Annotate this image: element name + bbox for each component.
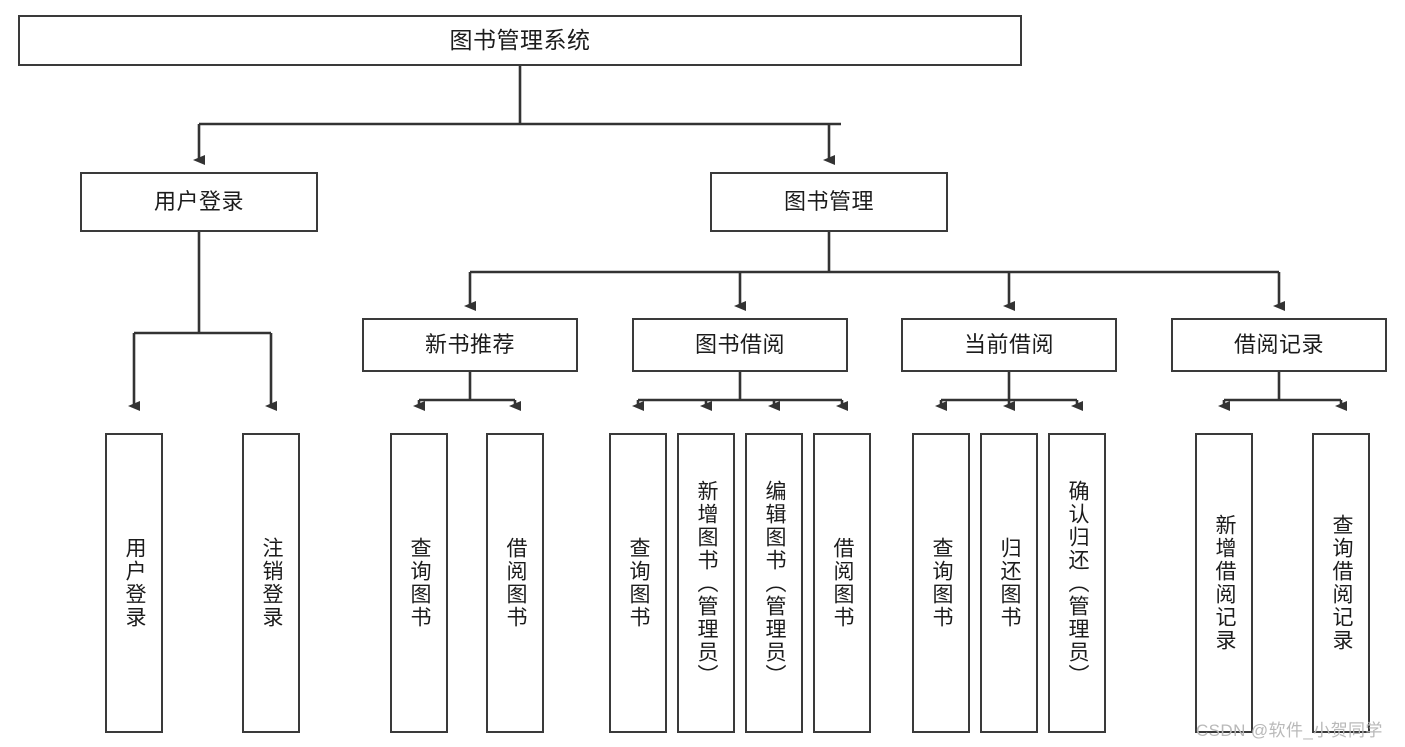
leaf-borrow-add-book-admin[interactable]: 新增图书（管理员） bbox=[677, 433, 735, 733]
node-user-login[interactable]: 用户登录 bbox=[80, 172, 318, 232]
node-label: 用户登录 bbox=[123, 537, 147, 629]
node-new-book-recommend[interactable]: 新书推荐 bbox=[362, 318, 578, 372]
leaf-current-return-book[interactable]: 归还图书 bbox=[980, 433, 1038, 733]
leaf-record-query-record[interactable]: 查询借阅记录 bbox=[1312, 433, 1370, 733]
leaf-new-book-query[interactable]: 查询图书 bbox=[390, 433, 448, 733]
leaf-borrow-query-book[interactable]: 查询图书 bbox=[609, 433, 667, 733]
node-label: 图书管理 bbox=[783, 188, 874, 214]
node-label: 查询借阅记录 bbox=[1330, 514, 1354, 652]
node-label: 图书管理系统 bbox=[449, 26, 591, 53]
node-label: 编辑图书（管理员） bbox=[763, 479, 787, 687]
leaf-current-confirm-return-admin[interactable]: 确认归还（管理员） bbox=[1048, 433, 1106, 733]
node-book-manage[interactable]: 图书管理 bbox=[710, 172, 948, 232]
node-label: 借阅图书 bbox=[504, 537, 528, 629]
node-label: 归还图书 bbox=[998, 537, 1022, 629]
leaf-user-login-signout[interactable]: 注销登录 bbox=[242, 433, 300, 733]
csdn-watermark: CSDN @软件_小贺同学 bbox=[1196, 721, 1383, 740]
node-current-borrow[interactable]: 当前借阅 bbox=[901, 318, 1117, 372]
node-label: 新书推荐 bbox=[424, 331, 515, 357]
node-label: 注销登录 bbox=[260, 537, 284, 629]
node-label: 当前借阅 bbox=[963, 331, 1054, 357]
node-label: 新增借阅记录 bbox=[1213, 514, 1237, 652]
node-label: 查询图书 bbox=[930, 537, 954, 629]
leaf-new-book-borrow[interactable]: 借阅图书 bbox=[486, 433, 544, 733]
node-label: 用户登录 bbox=[153, 188, 244, 214]
node-book-borrow[interactable]: 图书借阅 bbox=[632, 318, 848, 372]
leaf-current-query-book[interactable]: 查询图书 bbox=[912, 433, 970, 733]
node-label: 查询图书 bbox=[408, 537, 432, 629]
node-root-system[interactable]: 图书管理系统 bbox=[18, 15, 1022, 66]
node-label: 借阅记录 bbox=[1233, 331, 1324, 357]
leaf-user-login-signin[interactable]: 用户登录 bbox=[105, 433, 163, 733]
leaf-borrow-borrow-book[interactable]: 借阅图书 bbox=[813, 433, 871, 733]
node-label: 查询图书 bbox=[627, 537, 651, 629]
node-label: 确认归还（管理员） bbox=[1066, 479, 1090, 687]
node-label: 借阅图书 bbox=[831, 537, 855, 629]
node-label: 图书借阅 bbox=[694, 331, 785, 357]
leaf-record-add-record[interactable]: 新增借阅记录 bbox=[1195, 433, 1253, 733]
leaf-borrow-edit-book-admin[interactable]: 编辑图书（管理员） bbox=[745, 433, 803, 733]
node-borrow-record[interactable]: 借阅记录 bbox=[1171, 318, 1387, 372]
node-label: 新增图书（管理员） bbox=[695, 479, 719, 687]
